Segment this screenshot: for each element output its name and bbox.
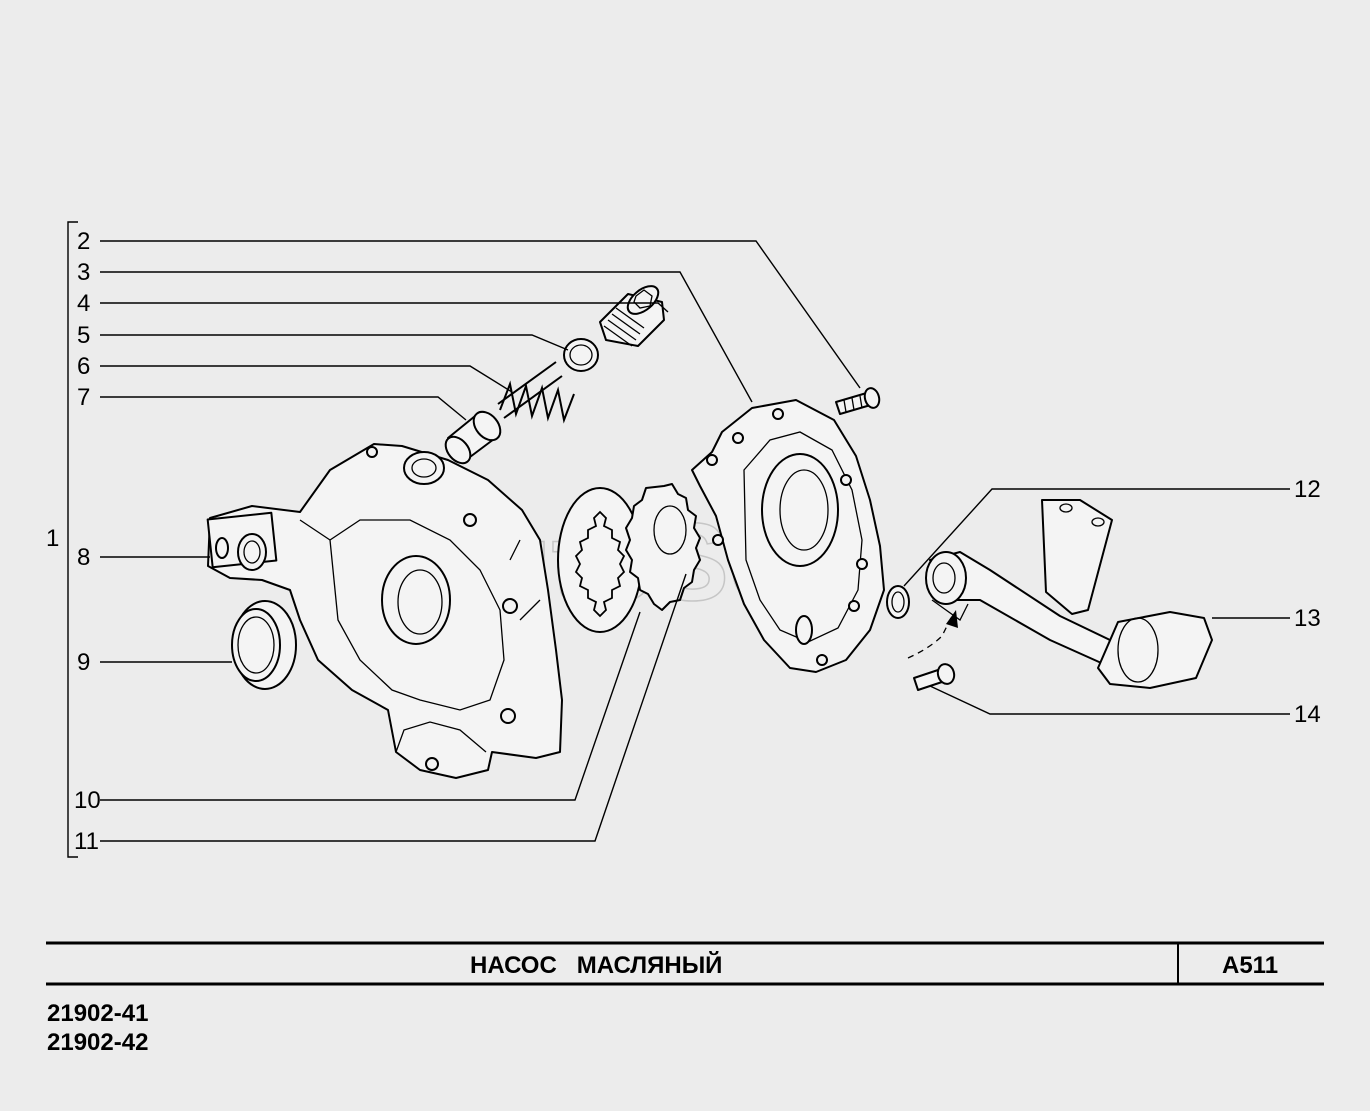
valve-plunger-part — [444, 410, 502, 465]
leader-lines — [100, 240, 1290, 842]
pump-housing-part — [206, 443, 563, 779]
callout-label-10: 10 — [74, 787, 101, 814]
callout-label-4: 4 — [77, 290, 90, 317]
callout-label-12: 12 — [1294, 476, 1321, 503]
page-code: А511 — [1222, 952, 1278, 979]
oil-seal-part — [231, 600, 297, 690]
callout-label-14: 14 — [1294, 701, 1321, 728]
callout-label-7: 7 — [77, 384, 90, 411]
callout-label-6: 6 — [77, 353, 90, 380]
cover-screw-part — [835, 387, 881, 415]
diagram-title: НАСОС МАСЛЯНЫЙ — [470, 951, 722, 979]
model-code-1: 21902-41 — [47, 1000, 148, 1027]
group-bracket: 1 — [46, 221, 78, 858]
pickup-bolt-part — [907, 610, 958, 691]
callout-label-3: 3 — [77, 259, 90, 286]
callout-label-13: 13 — [1294, 605, 1321, 632]
callout-label-5: 5 — [77, 322, 90, 349]
model-code-2: 21902-42 — [47, 1029, 148, 1056]
sealing-ring-part — [563, 338, 599, 372]
callout-numbers: 2 3 4 5 6 7 8 9 10 11 12 13 14 — [74, 228, 1321, 855]
spring-part — [497, 361, 575, 424]
callout-label-9: 9 — [77, 649, 90, 676]
plug-screw-part — [599, 285, 665, 347]
callout-label-1: 1 — [46, 525, 59, 552]
title-block: НАСОС МАСЛЯНЫЙ А511 — [46, 941, 1324, 986]
pump-cover-part — [691, 399, 885, 673]
callout-label-2: 2 — [77, 228, 90, 255]
model-codes: 21902-41 21902-42 — [47, 1000, 148, 1056]
o-ring-part — [886, 585, 910, 619]
callout-label-8: 8 — [77, 544, 90, 571]
outer-rotor-part — [557, 487, 643, 633]
oil-pickup-part — [925, 499, 1213, 689]
inner-rotor-part — [625, 483, 701, 611]
callout-label-11: 11 — [74, 828, 99, 855]
